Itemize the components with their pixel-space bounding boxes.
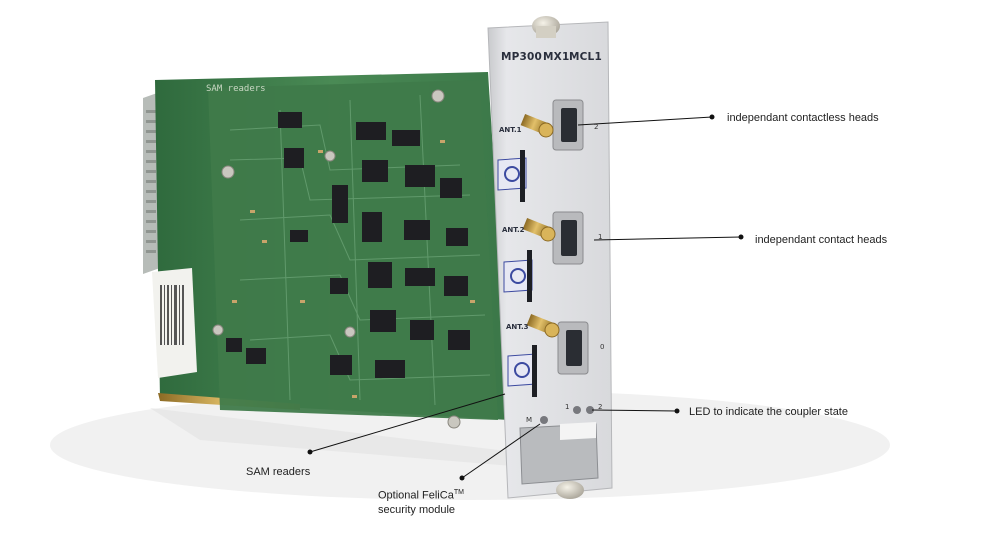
smd-components [232, 140, 475, 398]
callout-contactless-heads: independant contactless heads [727, 112, 879, 124]
callout-lines [309, 116, 742, 479]
callout-contact-heads: independant contact heads [755, 234, 888, 246]
contactless-symbols [497, 157, 537, 387]
callout-dots [307, 114, 744, 481]
panel-mcl-label: MCL1 [569, 51, 602, 63]
card-slots [520, 150, 537, 397]
m-label: M [526, 416, 533, 424]
ic-chips [226, 112, 470, 378]
floor-shadow [50, 390, 890, 500]
port-number-2: 2 [594, 123, 599, 131]
sticker-barcode [160, 285, 184, 345]
db9-connectors [552, 99, 589, 375]
pcb-silkscreen-label: SAM readers [206, 84, 266, 94]
daughter-pcb [208, 80, 498, 420]
bottom-thumbscrew [556, 481, 584, 499]
callout-led: LED to indicate the coupler state [689, 406, 848, 418]
ant1-label: ANT.1 [499, 126, 522, 134]
panel-model-label: MP300 [501, 51, 543, 63]
status-leds [540, 406, 594, 424]
connector-pins [146, 110, 156, 253]
led-number-2: 2 [598, 403, 603, 411]
callout-sam-readers: SAM readers [246, 466, 311, 478]
callout-felica: Optional FeliCaTM security module [378, 486, 464, 517]
callout-felica-line2: security module [378, 503, 456, 516]
ant2-label: ANT.2 [502, 226, 525, 234]
panel-mx-label: MX1 [543, 51, 570, 63]
pcb-traces [229, 94, 491, 406]
callout-felica-line1: Optional FeliCa [378, 489, 454, 502]
sma-connectors [520, 113, 560, 338]
port-number-0: 0 [600, 343, 605, 351]
pcb-screws [212, 89, 461, 429]
ant3-label: ANT.3 [506, 323, 529, 331]
port-number-1: 1 [598, 233, 603, 241]
led-number-1: 1 [565, 403, 570, 411]
callout-felica-tm: TM [453, 489, 464, 496]
